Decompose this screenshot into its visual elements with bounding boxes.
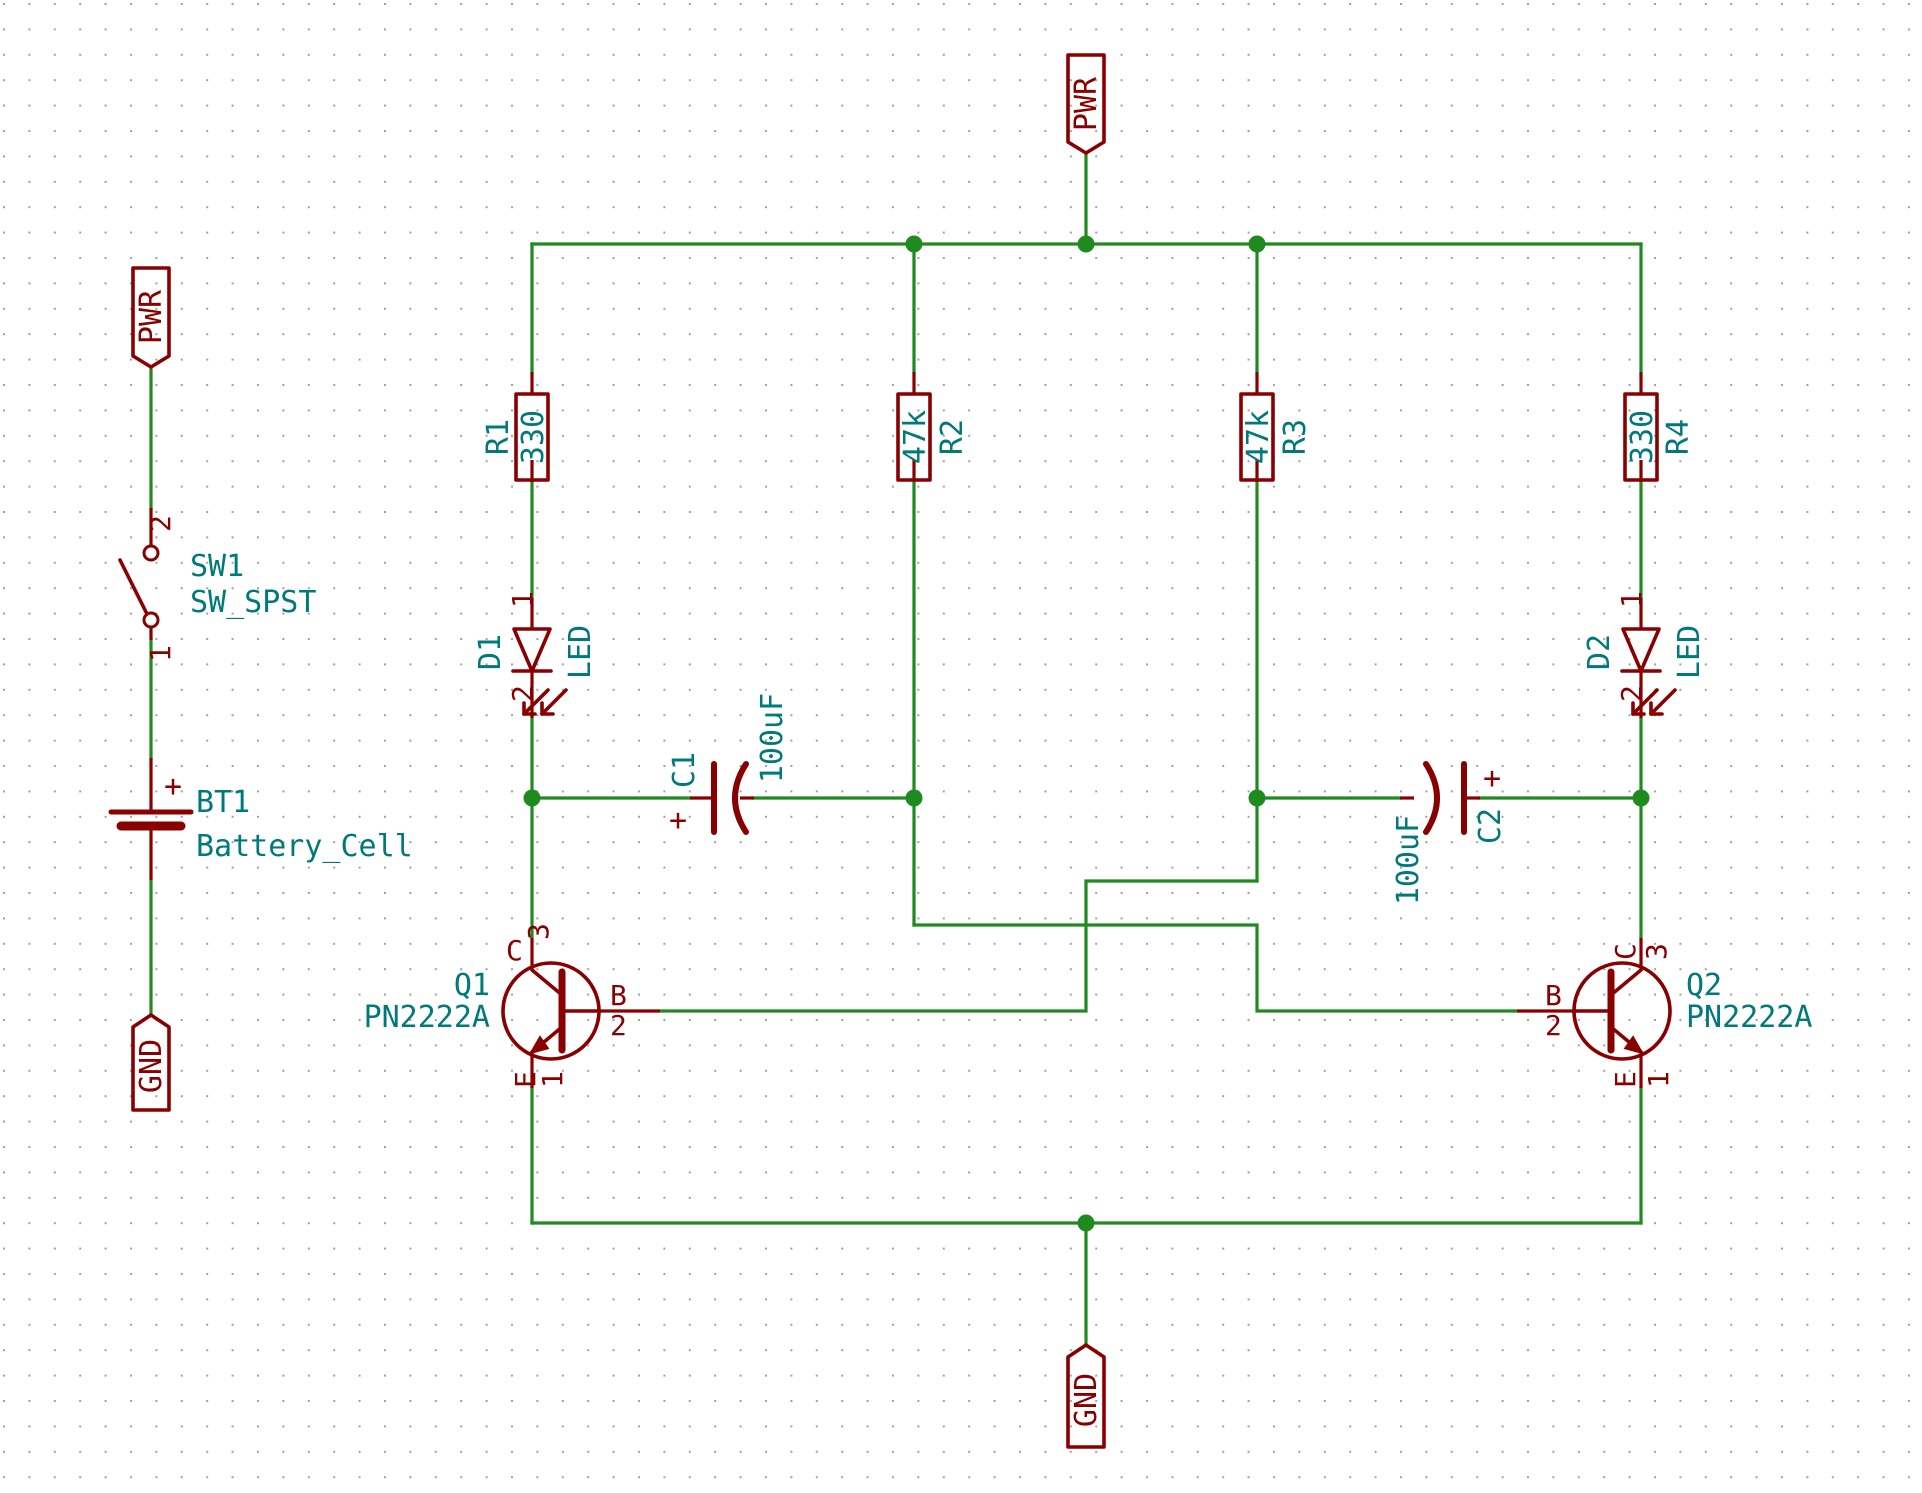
pwr-port-label: PWR <box>134 289 169 344</box>
q2-pin2: 2 <box>1545 1009 1562 1042</box>
gnd-port-label: GND <box>1069 1373 1104 1427</box>
q2-pin3: 3 <box>1640 943 1673 960</box>
q1-emitter-letter: E <box>509 1071 542 1088</box>
d1-value: LED <box>563 625 598 679</box>
switch-sw1: 2 1 SW1 SW_SPST <box>118 508 316 662</box>
led-d2: 1 2 D2 LED <box>1582 591 1707 718</box>
sw1-pin2: 2 <box>144 515 177 532</box>
d1-ref: D1 <box>473 634 508 670</box>
r3-value: 47k <box>1241 410 1276 464</box>
q2-emitter-letter: E <box>1609 1071 1642 1088</box>
junctions <box>523 235 1650 1232</box>
c2-value: 100uF <box>1391 815 1426 905</box>
d2-value: LED <box>1672 625 1707 679</box>
gnd-port-label: GND <box>134 1039 169 1093</box>
transistor-q1: C 3 B 2 E 1 Q1 PN2222A <box>364 923 660 1088</box>
gnd-port-left: GND <box>131 1013 171 1112</box>
r3-ref: R3 <box>1278 419 1313 455</box>
sw1-ref: SW1 <box>190 549 244 584</box>
r4-ref: R4 <box>1661 419 1696 455</box>
resistor-r3: 47k R3 <box>1239 372 1313 482</box>
q2-base-letter: B <box>1545 979 1562 1012</box>
d1-pin1: 1 <box>506 591 539 608</box>
bt1-value: Battery_Cell <box>196 829 413 864</box>
capacitor-c1: + C1 100uF <box>667 693 790 838</box>
c1-value: 100uF <box>755 693 790 783</box>
q2-ref: Q2 <box>1686 968 1722 1003</box>
r1-value: 330 <box>516 410 551 464</box>
c1-plus: + <box>669 803 687 838</box>
r1-ref: R1 <box>481 419 516 455</box>
r4-value: 330 <box>1625 410 1660 464</box>
pwr-port-label: PWR <box>1069 76 1104 131</box>
bt1-plus: + <box>164 769 182 804</box>
q2-pin1: 1 <box>1642 1071 1675 1088</box>
d1-pin2: 2 <box>506 685 539 702</box>
q2-value: PN2222A <box>1686 1000 1812 1035</box>
q1-base-letter: B <box>610 979 627 1012</box>
led-d1: 1 2 D1 LED <box>473 591 598 718</box>
battery-bt1: + BT1 Battery_Cell <box>108 758 413 880</box>
r2-value: 47k <box>898 410 933 464</box>
pwr-port-top: PWR <box>1066 53 1106 155</box>
q1-ref: Q1 <box>454 968 490 1003</box>
c2-plus: + <box>1483 761 1501 796</box>
d2-pin2: 2 <box>1615 685 1648 702</box>
q2-collector-letter: C <box>1609 943 1642 960</box>
c1-ref: C1 <box>667 752 702 788</box>
gnd-port-bottom: GND <box>1066 1343 1106 1449</box>
q1-pin1: 1 <box>536 1071 569 1088</box>
capacitor-c2: + C2 100uF <box>1391 761 1508 905</box>
resistor-r4: 330 R4 <box>1623 372 1696 482</box>
d2-pin1: 1 <box>1615 591 1648 608</box>
d2-ref: D2 <box>1582 634 1617 670</box>
q1-pin2: 2 <box>610 1009 627 1042</box>
c2-ref: C2 <box>1473 808 1508 844</box>
q1-collector-letter: C <box>506 934 523 967</box>
resistor-r2: 47k R2 <box>896 372 970 482</box>
q1-value: PN2222A <box>364 1000 490 1035</box>
r2-ref: R2 <box>935 419 970 455</box>
sw1-value: SW_SPST <box>190 585 316 620</box>
bt1-ref: BT1 <box>196 785 250 820</box>
sw1-pin1: 1 <box>144 645 177 662</box>
transistor-q2: C 3 B 2 E 1 Q2 PN2222A <box>1517 938 1812 1088</box>
q1-pin3: 3 <box>522 923 555 940</box>
wires <box>149 151 1643 1347</box>
pwr-port-left: PWR <box>131 266 171 369</box>
resistor-r1: 330 R1 <box>481 372 551 482</box>
